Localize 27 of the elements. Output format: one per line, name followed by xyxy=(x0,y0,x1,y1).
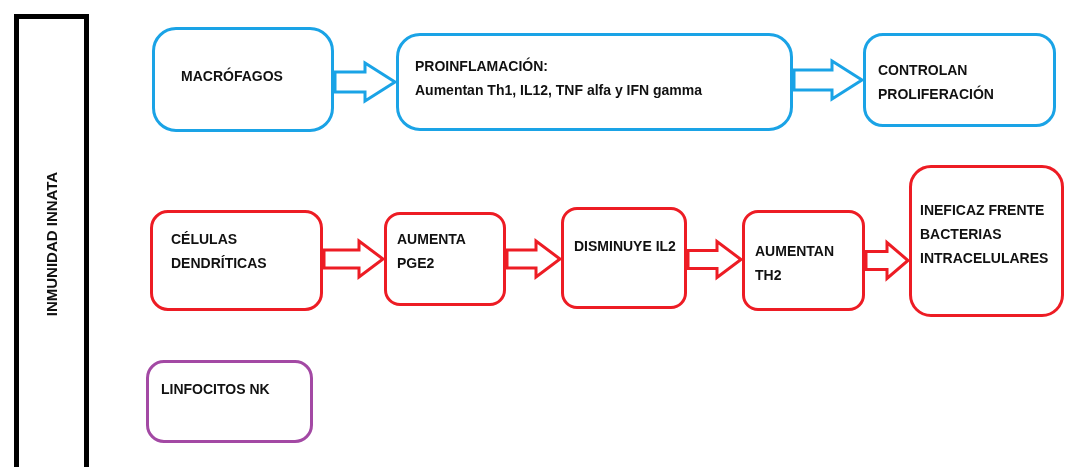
box-text: DISMINUYE IL2 xyxy=(574,237,677,256)
box-text: MACRÓFAGOS xyxy=(181,66,284,86)
block-arrow xyxy=(792,58,865,102)
process-box xyxy=(152,27,334,132)
box-heading: PROINFLAMACIÓN: xyxy=(415,56,549,76)
box-text: LINFOCITOS NK xyxy=(161,380,271,399)
block-arrow xyxy=(322,238,386,280)
block-arrow xyxy=(864,239,911,282)
category-bar xyxy=(14,14,89,467)
process-box xyxy=(909,165,1064,317)
process-box xyxy=(146,360,313,443)
process-box xyxy=(396,33,793,131)
block-arrow xyxy=(333,60,398,104)
box-text: INMUNIDAD INNATA xyxy=(41,171,61,317)
box-text: CÉLULAS DENDRÍTICAS xyxy=(171,230,268,273)
process-box xyxy=(384,212,506,306)
block-arrow xyxy=(686,238,744,281)
box-text: AUMENTA PGE2 xyxy=(397,230,467,273)
process-box xyxy=(742,210,865,311)
box-text: CONTROLAN PROLIFERACIÓN xyxy=(878,61,995,104)
process-box xyxy=(150,210,323,311)
block-arrow xyxy=(505,238,563,280)
box-text: AUMENTAN TH2 xyxy=(755,242,836,285)
process-box xyxy=(863,33,1056,127)
box-text: Aumentan Th1, IL12, TNF alfa y IFN gamma xyxy=(415,81,704,100)
box-text: INEFICAZ FRENTE BACTERIAS INTRACELULARES xyxy=(920,201,1050,268)
process-box xyxy=(561,207,687,309)
